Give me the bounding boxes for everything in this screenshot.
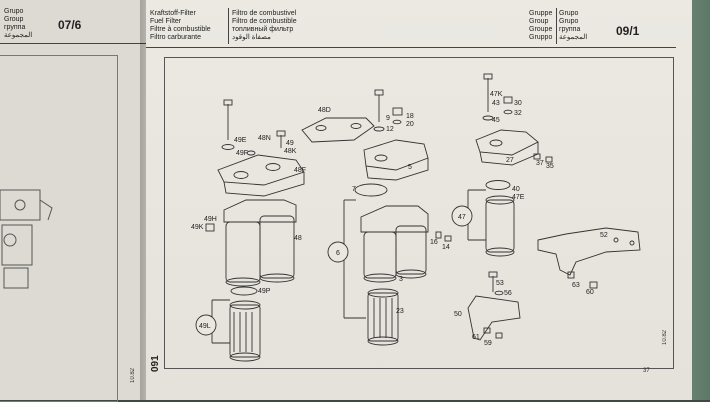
callout-40: 40 (512, 186, 520, 193)
group-label-a: Gruppe Group Groupe Gruppo (529, 10, 552, 42)
title-line: Filtre à combustible (150, 26, 211, 33)
title-de-en: Kraftstoff-Filter Fuel Filter Filtre à c… (150, 10, 211, 42)
title-line: Filtro de combustible (232, 18, 297, 25)
right-page: Kraftstoff-Filter Fuel Filter Filtre à c… (146, 0, 692, 400)
right-header-rule (146, 47, 676, 48)
callout-35: 35 (546, 163, 554, 170)
title-line: مصفاة الوقود (232, 34, 271, 41)
callout-52: 52 (600, 232, 608, 239)
callout-9: 9 (386, 115, 390, 122)
callout-7: 7 (352, 186, 356, 193)
injection-pump-illustration (0, 189, 53, 289)
parts-diagram: 49E 48N 49 48K 49F 48D 48F 9 18 20 12 5 … (191, 73, 641, 362)
left-header-rule (0, 43, 150, 44)
callout-49F: 49F (236, 150, 248, 157)
group-line: المجموعة (559, 34, 588, 41)
callout-60: 60 (586, 289, 594, 296)
callout-48D: 48D (318, 107, 331, 114)
group-line: Grupo (559, 10, 579, 17)
left-header-line: группа (4, 24, 26, 31)
callout-30: 30 (514, 100, 522, 107)
callout-45: 45 (492, 117, 500, 124)
callout-59: 59 (484, 340, 492, 347)
callout-12: 12 (386, 126, 394, 133)
callout-47: 47 (458, 214, 466, 221)
callout-48N: 48N (258, 135, 271, 142)
callout-49: 49 (286, 140, 294, 147)
callout-48K: 48K (284, 148, 297, 155)
title-line: Fuel Filter (150, 18, 182, 25)
callout-27: 27 (506, 157, 514, 164)
title-line: Filtro carburante (150, 34, 201, 41)
left-header-line: المجموعة (4, 32, 33, 39)
header-divider (228, 8, 229, 44)
title-line: топливный фильтр (232, 26, 294, 33)
callout-49L: 49L (199, 323, 211, 330)
callout-32: 32 (514, 110, 522, 117)
callout-5: 5 (408, 164, 412, 171)
right-page-label: 09/1 (616, 24, 640, 38)
callout-6: 6 (336, 250, 340, 257)
left-group-header: Grupo Group группа المجموعة (4, 8, 32, 40)
group-line: Gruppo (529, 34, 553, 41)
callout-23: 23 (396, 308, 404, 315)
left-header-line: Group (4, 16, 24, 23)
callout-3: 3 (399, 276, 403, 283)
callout-49E: 49E (234, 137, 247, 144)
callout-53: 53 (496, 280, 504, 287)
callout-49K: 49K (191, 224, 204, 231)
title-line: Filtro de combustivel (232, 10, 297, 17)
callout-50: 50 (454, 311, 462, 318)
group-label-b: Grupo Grupo группа المجموعة (559, 10, 587, 42)
left-page: Grupo Group группа المجموعة 07/6 10.82 (0, 0, 161, 402)
diagram-frame (164, 57, 674, 369)
callout-20: 20 (406, 121, 414, 128)
group-line: Group (529, 18, 549, 25)
callout-48F: 48F (294, 167, 306, 174)
callout-49H: 49H (204, 216, 217, 223)
callout-47E: 47E (512, 194, 525, 201)
callout-61: 61 (472, 334, 480, 341)
group-line: группа (559, 26, 581, 33)
callout-14: 14 (442, 244, 450, 251)
callout-47K: 47K (490, 91, 503, 98)
group-line: Groupe (529, 26, 553, 33)
callout-18: 18 (406, 113, 414, 120)
callout-16: 16 (430, 239, 438, 246)
callout-37: 37 (536, 160, 544, 167)
callout-56: 56 (504, 290, 512, 297)
callout-43: 43 (492, 100, 500, 107)
left-page-label: 07/6 (58, 18, 82, 32)
footer-page-number: 37 (643, 368, 650, 374)
group-line: Gruppe (529, 10, 553, 17)
header-divider (556, 8, 557, 44)
callout-49P: 49P (258, 288, 271, 295)
title-line: Kraftstoff-Filter (150, 10, 196, 17)
group-line: Grupo (559, 18, 579, 25)
title-es-ru: Filtro de combustivel Filtro de combusti… (232, 10, 297, 42)
callout-63: 63 (572, 282, 580, 289)
left-header-line: Grupo (4, 8, 24, 15)
left-footer-small: 10.82 (130, 368, 136, 384)
callout-48: 48 (294, 235, 302, 242)
